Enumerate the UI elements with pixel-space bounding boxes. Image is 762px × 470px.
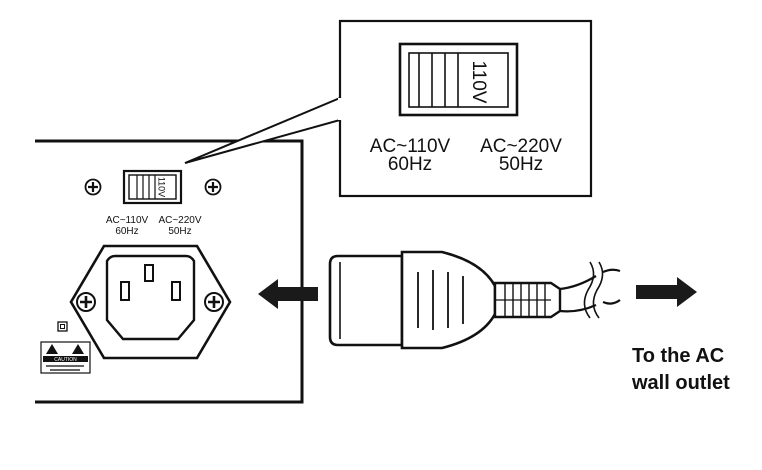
- callout-switch-label: 110V: [468, 61, 489, 104]
- callout-60hz-label: 60Hz: [388, 154, 432, 175]
- arrow-right-icon: [636, 277, 697, 307]
- panel-switch-label: 110V: [157, 177, 167, 197]
- callout-220v-label: AC~220V: [480, 136, 562, 157]
- panel-voltage-switch[interactable]: 110V: [122, 169, 183, 205]
- callout-voltage-switch[interactable]: 110V: [398, 42, 519, 117]
- panel-220v-label: AC~220V: [158, 215, 201, 226]
- panel-switch-left-screw: [84, 178, 102, 196]
- panel-50hz-label: 50Hz: [168, 226, 191, 237]
- caution-label: CAUTION: [40, 341, 91, 374]
- callout-110v-label: AC~110V: [370, 136, 451, 157]
- ground-square-icon: [57, 321, 68, 332]
- destination-line-1: To the AC: [632, 345, 724, 367]
- power-cord-plug[interactable]: [328, 250, 621, 350]
- callout-leader: [184, 96, 341, 164]
- warning-triangle-icon: [46, 344, 58, 354]
- inlet-left-screw: [75, 291, 97, 313]
- destination-line-2: wall outlet: [631, 372, 730, 394]
- iec-power-inlet[interactable]: [69, 244, 232, 360]
- callout-50hz-label: 50Hz: [499, 154, 543, 175]
- panel-110v-label: AC~110V: [106, 215, 149, 226]
- rear-panel: [35, 139, 304, 404]
- arrow-left-icon: [258, 279, 318, 309]
- panel-switch-right-screw: [204, 178, 222, 196]
- caution-text: CAUTION: [54, 357, 77, 363]
- panel-60hz-label: 60Hz: [115, 226, 138, 237]
- inlet-right-screw: [203, 291, 225, 313]
